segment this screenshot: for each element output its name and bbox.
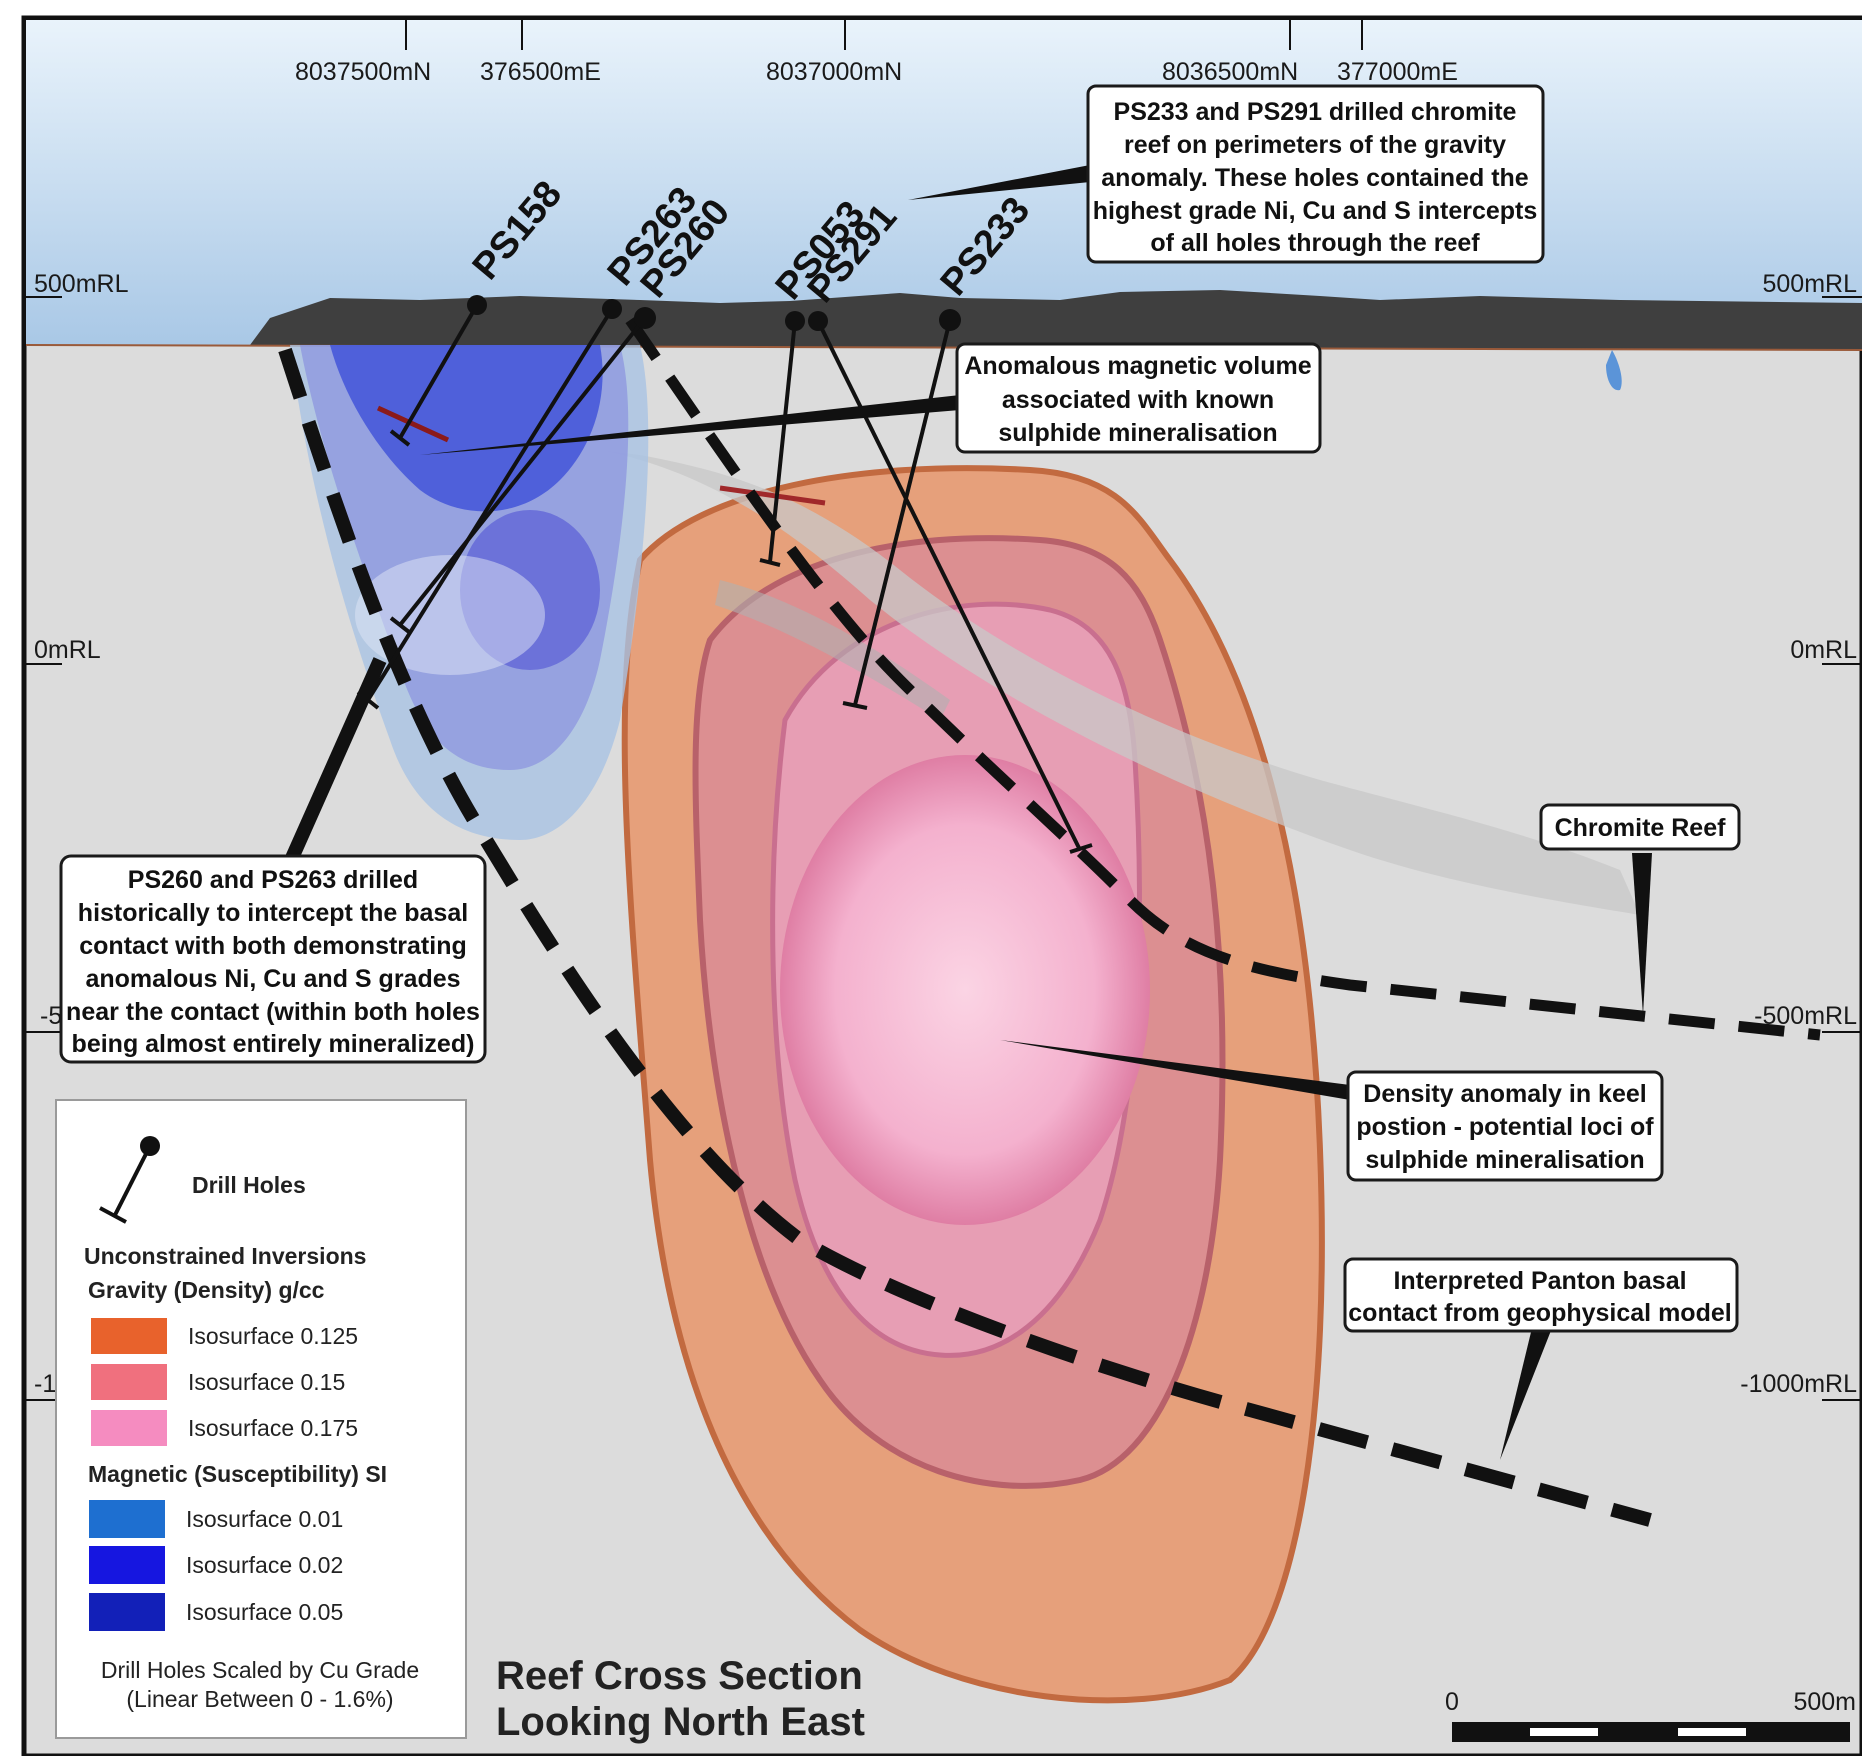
scale-start: 0 [1445, 1688, 1459, 1716]
svg-text:contact from geophysical model: contact from geophysical model [1348, 1299, 1731, 1327]
callout-chromite-intercepts: PS233 and PS291 drilled chromite reef on… [1088, 86, 1543, 262]
legend: Drill Holes Unconstrained Inversions Gra… [56, 1100, 466, 1738]
callout-magnetic-volume: Anomalous magnetic volume associated wit… [957, 344, 1320, 452]
legend-gravity-0125: Isosurface 0.125 [188, 1323, 358, 1349]
legend-swatch-magnetic-001 [89, 1500, 165, 1538]
legend-magnetic-title: Magnetic (Susceptibility) SI [88, 1461, 387, 1487]
legend-gravity-0175: Isosurface 0.175 [188, 1415, 358, 1441]
legend-magnetic-005: Isosurface 0.05 [186, 1599, 343, 1625]
svg-text:Density anomaly in keel: Density anomaly in keel [1363, 1080, 1646, 1108]
density-core [780, 755, 1150, 1225]
svg-text:sulphide mineralisation: sulphide mineralisation [998, 419, 1277, 447]
svg-text:Anomalous magnetic volume: Anomalous magnetic volume [964, 352, 1311, 380]
northing-8036500: 8036500mN [1162, 58, 1298, 86]
svg-text:postion - potential loci of: postion - potential loci of [1356, 1113, 1654, 1141]
collar-ps233 [939, 309, 961, 331]
svg-text:highest grade Ni, Cu and S int: highest grade Ni, Cu and S intercepts [1093, 197, 1538, 225]
legend-inversions: Unconstrained Inversions [84, 1243, 366, 1269]
svg-text:near the contact (within both: near the contact (within both holes [66, 998, 480, 1026]
svg-text:PS233 and PS291 drilled chromi: PS233 and PS291 drilled chromite [1114, 98, 1517, 126]
svg-text:PS260 and PS263 drilled: PS260 and PS263 drilled [128, 866, 418, 894]
rl-left-0: 0mRL [34, 636, 101, 664]
legend-swatch-gravity-0150 [91, 1364, 167, 1400]
collar-ps158 [467, 295, 487, 315]
magnetic-inner-ring [355, 555, 545, 675]
legend-gravity-title: Gravity (Density) g/cc [88, 1277, 325, 1303]
callout-historic-holes: PS260 and PS263 drilled historically to … [61, 856, 485, 1062]
northing-8037000: 8037000mN [766, 58, 902, 86]
collar-ps263 [602, 299, 622, 319]
legend-gravity-0150: Isosurface 0.15 [188, 1369, 345, 1395]
svg-text:of all holes through the reef: of all holes through the reef [1150, 229, 1480, 257]
legend-swatch-gravity-0125 [91, 1318, 167, 1354]
svg-text:being almost entirely minerali: being almost entirely mineralized) [72, 1030, 475, 1058]
svg-text:reef on perimeters of the grav: reef on perimeters of the gravity [1124, 131, 1506, 159]
svg-text:associated with known: associated with known [1002, 386, 1274, 414]
section-title-line-1: Reef Cross Section [496, 1654, 863, 1698]
svg-text:contact with both demonstratin: contact with both demonstrating [79, 932, 467, 960]
collar-ps053 [785, 311, 805, 331]
callout-density-anomaly: Density anomaly in keel postion - potent… [1348, 1072, 1662, 1180]
northing-8037500: 8037500mN [295, 58, 431, 86]
rl-left-minus1000: -1 [34, 1370, 56, 1398]
svg-text:anomaly. These holes contained: anomaly. These holes contained the [1101, 164, 1529, 192]
collar-ps260 [634, 307, 656, 329]
legend-swatch-magnetic-002 [89, 1546, 165, 1584]
svg-text:anomalous Ni, Cu and S grades: anomalous Ni, Cu and S grades [85, 965, 460, 993]
section-title-line-2: Looking North East [496, 1700, 865, 1744]
svg-text:Interpreted Panton basal: Interpreted Panton basal [1393, 1267, 1686, 1295]
easting-377000: 377000mE [1337, 58, 1458, 86]
legend-swatch-gravity-0175 [91, 1410, 167, 1446]
callout-basal-contact: Interpreted Panton basal contact from ge… [1345, 1259, 1737, 1331]
svg-text:historically to intercept the: historically to intercept the basal [78, 899, 468, 927]
legend-note-2: (Linear Between 0 - 1.6%) [126, 1686, 393, 1712]
scale-end: 500m [1793, 1688, 1856, 1716]
collar-ps291 [808, 311, 828, 331]
legend-magnetic-002: Isosurface 0.02 [186, 1552, 343, 1578]
rl-right-500: 500mRL [1763, 270, 1858, 298]
callout-chromite-reef: Chromite Reef [1541, 805, 1739, 849]
legend-note-1: Drill Holes Scaled by Cu Grade [101, 1657, 419, 1683]
svg-text:Chromite Reef: Chromite Reef [1555, 814, 1727, 842]
legend-swatch-magnetic-005 [89, 1593, 165, 1631]
svg-text:sulphide mineralisation: sulphide mineralisation [1365, 1146, 1644, 1174]
legend-drill-holes: Drill Holes [192, 1172, 306, 1198]
easting-376500: 376500mE [480, 58, 601, 86]
rl-right-0: 0mRL [1790, 636, 1857, 664]
rl-left-minus500: -5 [40, 1002, 62, 1030]
legend-magnetic-001: Isosurface 0.01 [186, 1506, 343, 1532]
rl-right-minus1000: -1000mRL [1740, 1370, 1857, 1398]
rl-left-500: 500mRL [34, 270, 129, 298]
